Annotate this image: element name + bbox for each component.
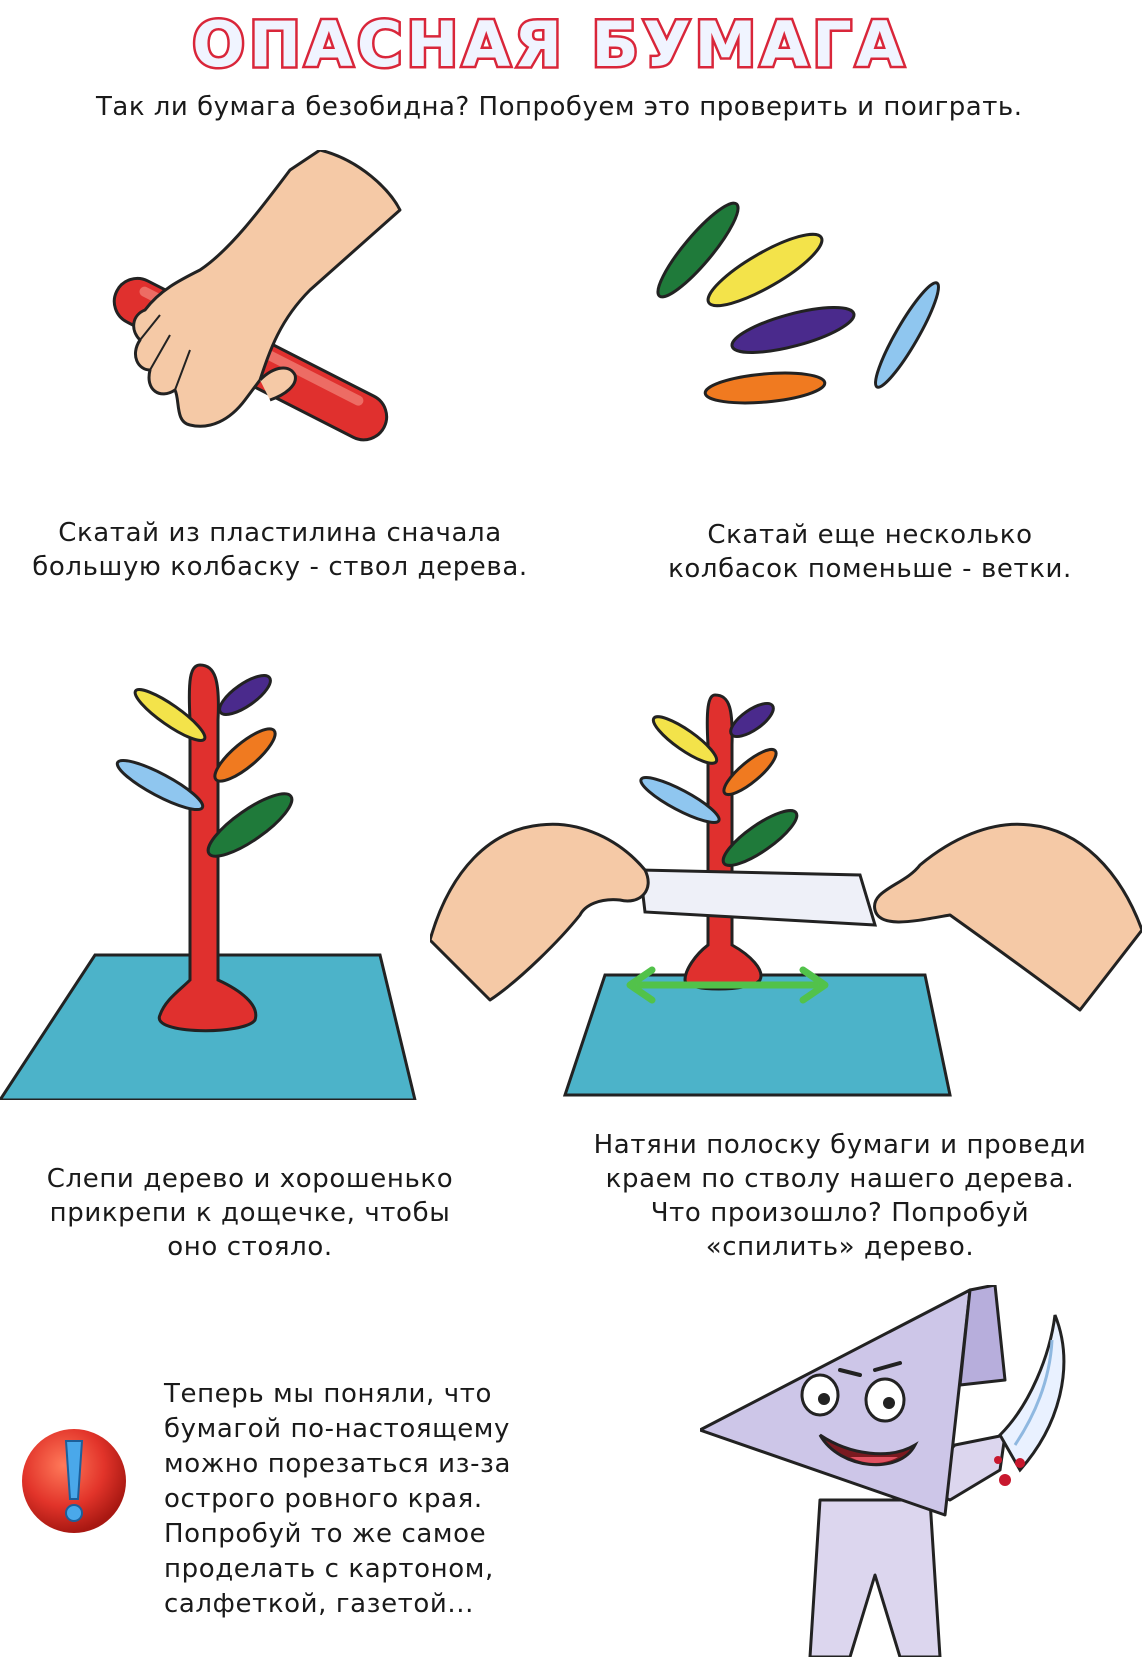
illustration-clay-sausages xyxy=(656,201,940,405)
step-2-line-1: Скатай еще несколько xyxy=(707,520,1033,550)
step-3-line-2: прикрепи к дощечке, чтобы xyxy=(49,1198,451,1228)
step-4-line-1: Натяни полоску бумаги и проведи xyxy=(593,1130,1087,1160)
step-1-line-2: большую колбаску - ствол дерева. xyxy=(32,552,528,582)
conclusion-line-3: можно порезаться из-за xyxy=(164,1449,512,1479)
page-title: ОПАСНАЯ БУМАГА xyxy=(190,6,908,82)
illustration-paper-strip xyxy=(430,693,1142,1097)
conclusion-line-5: Попробуй то же самое xyxy=(164,1519,487,1549)
step-4-line-4: «спилить» дерево. xyxy=(705,1232,975,1262)
conclusion-line-1: Теперь мы поняли, что xyxy=(164,1379,492,1409)
conclusion-text: Теперь мы поняли, что бумагой по-настоящ… xyxy=(164,1377,584,1622)
step-3-line-1: Слепи дерево и хорошенько xyxy=(46,1164,454,1194)
step-2-line-2: колбасок поменьше - ветки. xyxy=(668,554,1072,584)
step-4-line-2: краем по стволу нашего дерева. xyxy=(605,1164,1075,1194)
step-3-line-3: оно стояло. xyxy=(167,1232,333,1262)
step-4-line-3: Что произошло? Попробуй xyxy=(650,1198,1030,1228)
illustration-hand-rolling xyxy=(112,150,402,442)
conclusion-line-4: острого ровного края. xyxy=(164,1484,483,1514)
conclusion-line-2: бумагой по-настоящему xyxy=(164,1414,510,1444)
page-title-text: ОПАСНАЯ БУМАГА xyxy=(192,8,908,81)
illustration-clay-tree xyxy=(0,663,417,1100)
conclusion-line-7: салфеткой, газетой... xyxy=(164,1589,475,1619)
paper-cone-mascot xyxy=(700,1285,1066,1657)
step-1-line-1: Скатай из пластилина сначала xyxy=(58,518,502,548)
step-3-caption: Слепи дерево и хорошенько прикрепи к дощ… xyxy=(0,1162,500,1264)
exclamation-icon xyxy=(22,1429,126,1533)
intro-text: Так ли бумага безобидна? Попробуем это п… xyxy=(96,92,1023,122)
step-2-caption: Скатай еще несколько колбасок поменьше -… xyxy=(600,518,1140,586)
step-4-caption: Натяни полоску бумаги и проведи краем по… xyxy=(560,1128,1120,1264)
step-1-caption: Скатай из пластилина сначала большую кол… xyxy=(0,516,560,584)
conclusion-line-6: проделать с картоном, xyxy=(164,1554,494,1584)
